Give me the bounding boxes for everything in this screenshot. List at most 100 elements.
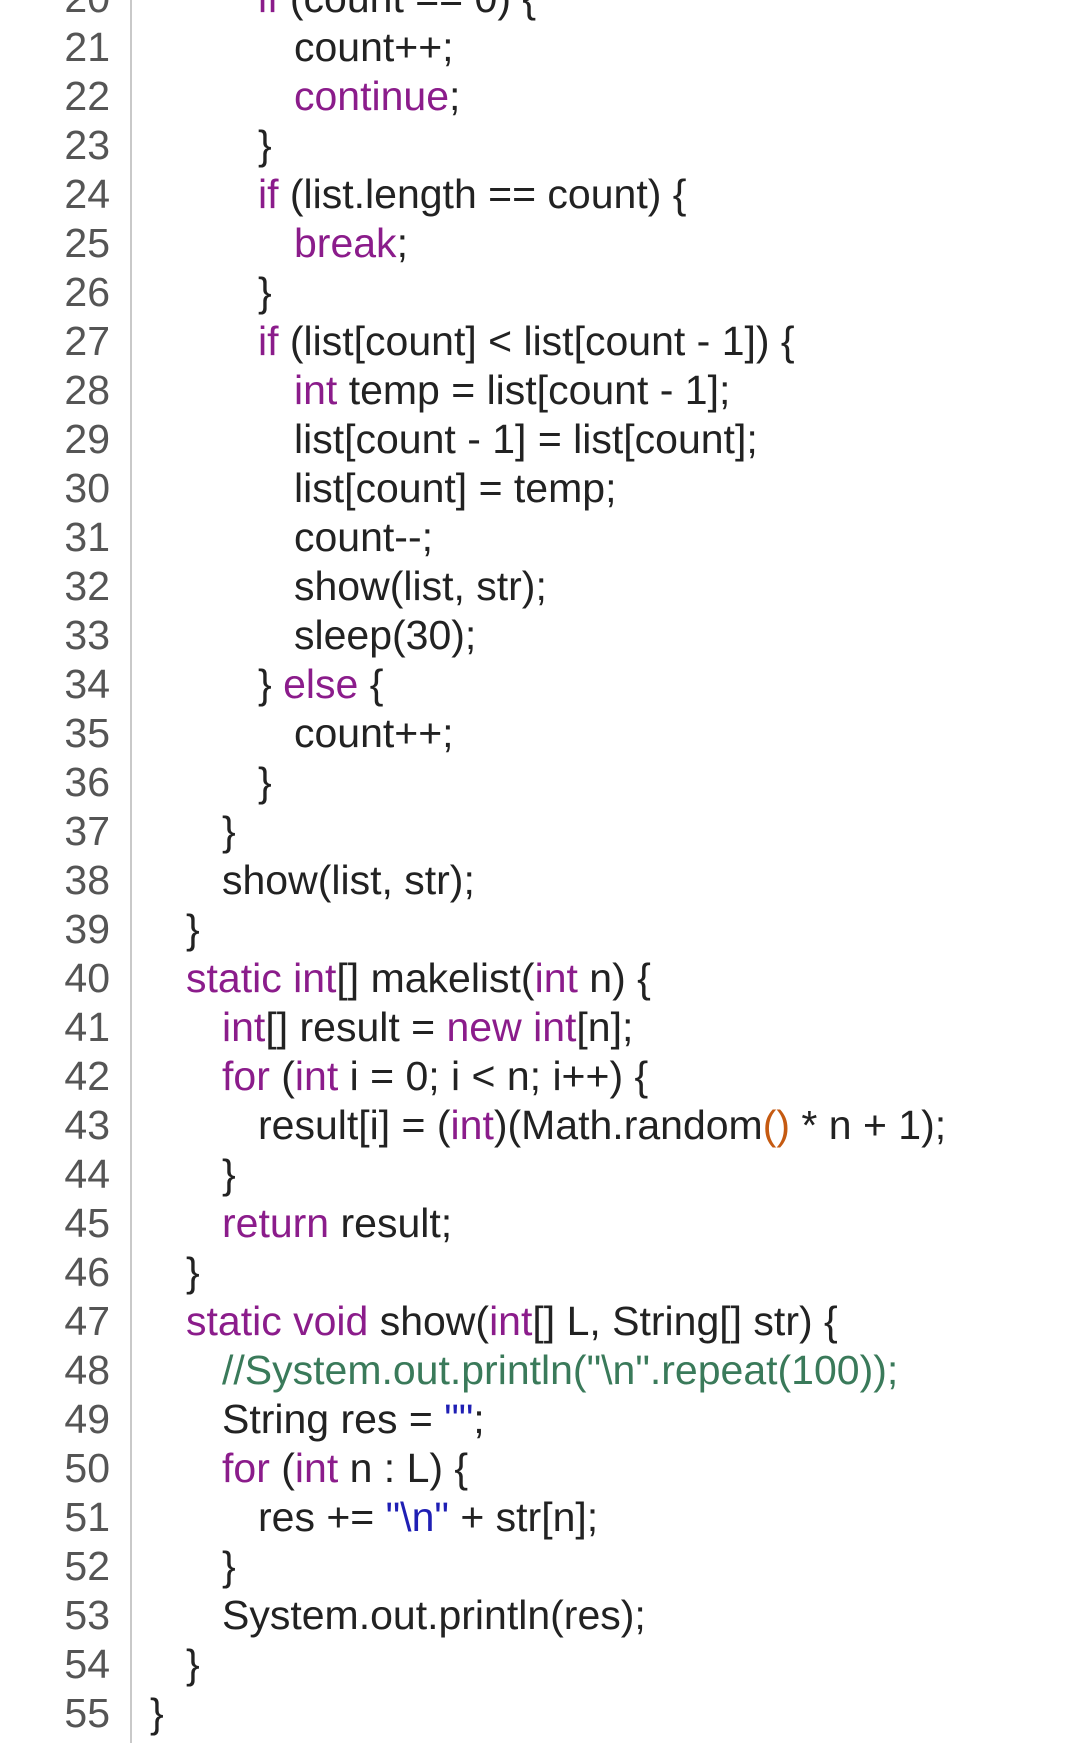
line-number: 47 <box>64 1298 110 1344</box>
code-text[interactable]: show(list, str); <box>222 856 475 905</box>
code-text[interactable]: show(list, str); <box>294 562 547 611</box>
code-token-plain: + str[n]; <box>448 1494 599 1540</box>
code-line[interactable]: 26} <box>0 268 1080 317</box>
code-line[interactable]: 48//System.out.println("\n".repeat(100))… <box>0 1346 1080 1395</box>
code-text[interactable]: result[i] = (int)(Math.random() * n + 1)… <box>258 1101 946 1150</box>
code-token-plain: [] L, String[] str) { <box>532 1298 838 1344</box>
code-line[interactable]: 52} <box>0 1542 1080 1591</box>
code-text[interactable]: res += "\n" + str[n]; <box>258 1493 598 1542</box>
code-line[interactable]: 20if (count == 0) { <box>0 0 1080 23</box>
code-line[interactable]: 39} <box>0 905 1080 954</box>
code-text[interactable]: for (int i = 0; i < n; i++) { <box>222 1052 648 1101</box>
code-token-kw: static void <box>186 1298 369 1344</box>
code-line[interactable]: 36} <box>0 758 1080 807</box>
code-text[interactable]: } <box>222 1150 236 1199</box>
code-text[interactable]: static void show(int[] L, String[] str) … <box>186 1297 838 1346</box>
line-number: 38 <box>64 857 110 903</box>
code-text[interactable]: continue; <box>294 72 460 121</box>
code-text[interactable]: static int[] makelist(int n) { <box>186 954 651 1003</box>
code-token-plain: } <box>258 661 284 707</box>
code-line[interactable]: 47 static void show(int[] L, String[] str… <box>0 1297 1080 1346</box>
code-line[interactable]: 34} else { <box>0 660 1080 709</box>
code-text[interactable]: } <box>258 121 272 170</box>
code-text[interactable]: sleep(30); <box>294 611 476 660</box>
code-token-plain: res += <box>258 1494 386 1540</box>
code-token-plain: } <box>258 269 272 315</box>
line-number: 37 <box>64 808 110 854</box>
code-text[interactable]: int[] result = new int[n]; <box>222 1003 633 1052</box>
code-text[interactable]: return result; <box>222 1199 452 1248</box>
code-text[interactable]: } <box>186 1248 200 1297</box>
code-text[interactable]: if (list.length == count) { <box>258 170 686 219</box>
code-token-plain: { <box>358 661 384 707</box>
code-token-plain: * n + 1); <box>790 1102 947 1148</box>
code-line[interactable]: 32 show(list, str); <box>0 562 1080 611</box>
code-text[interactable]: for (int n : L) { <box>222 1444 468 1493</box>
code-text[interactable]: //System.out.println("\n".repeat(100)); <box>222 1346 898 1395</box>
code-text[interactable]: if (count == 0) { <box>258 0 536 23</box>
code-text[interactable]: } <box>186 1640 200 1689</box>
code-text[interactable]: count++; <box>294 709 454 758</box>
code-token-plain: )(Math.random <box>493 1102 763 1148</box>
code-line[interactable]: 41 int[] result = new int[n]; <box>0 1003 1080 1052</box>
code-token-plain: count++; <box>294 24 454 70</box>
line-number: 32 <box>64 563 110 609</box>
code-token-kw: continue <box>294 73 450 119</box>
code-text[interactable]: list[count] = temp; <box>294 464 616 513</box>
line-number: 41 <box>64 1004 110 1050</box>
line-number: 53 <box>64 1592 110 1638</box>
code-token-plain: } <box>222 1543 236 1589</box>
code-text[interactable]: } else { <box>258 660 383 709</box>
code-text[interactable]: String res = ""; <box>222 1395 485 1444</box>
code-text[interactable]: if (list[count] < list[count - 1]) { <box>258 317 795 366</box>
code-token-kw: if <box>258 171 279 217</box>
code-line[interactable]: 55} <box>0 1689 1080 1738</box>
code-text[interactable]: } <box>258 268 272 317</box>
code-text[interactable]: count++; <box>294 23 454 72</box>
code-text[interactable]: count--; <box>294 513 433 562</box>
code-text[interactable]: System.out.println(res); <box>222 1591 646 1640</box>
code-line[interactable]: 37} <box>0 807 1080 856</box>
code-text[interactable]: int temp = list[count - 1]; <box>294 366 730 415</box>
code-text[interactable]: } <box>222 807 236 856</box>
code-token-plain: (list.length == count) { <box>278 171 687 217</box>
line-number: 40 <box>64 955 110 1001</box>
code-token-kw: if <box>258 0 279 21</box>
code-token-plain: } <box>222 1151 236 1197</box>
code-line[interactable]: 54} <box>0 1640 1080 1689</box>
code-line[interactable]: 38 show(list, str); <box>0 856 1080 905</box>
code-text[interactable]: break; <box>294 219 408 268</box>
code-text[interactable]: } <box>150 1689 164 1738</box>
code-line[interactable]: 53 System.out.println(res); <box>0 1591 1080 1640</box>
code-token-str: "\n" <box>385 1494 449 1540</box>
code-line[interactable]: 40 static int[] makelist(int n) { <box>0 954 1080 1003</box>
code-line[interactable]: 46} <box>0 1248 1080 1297</box>
code-text[interactable]: } <box>258 758 272 807</box>
code-token-kw: int <box>294 1445 339 1491</box>
code-text[interactable]: list[count - 1] = list[count]; <box>294 415 758 464</box>
code-line[interactable]: 44} <box>0 1150 1080 1199</box>
line-number: 46 <box>64 1249 110 1295</box>
code-line[interactable]: 23} <box>0 121 1080 170</box>
code-text[interactable]: } <box>186 905 200 954</box>
code-text[interactable]: } <box>222 1542 236 1591</box>
